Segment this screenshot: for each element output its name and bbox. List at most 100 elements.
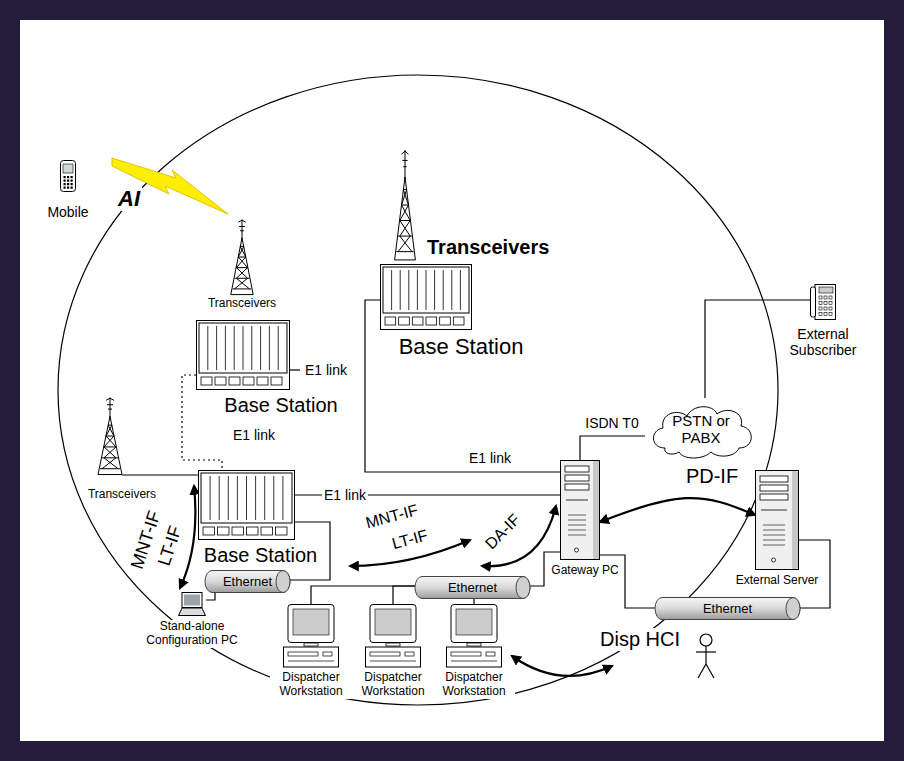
external-subscriber: External Subscriber xyxy=(810,284,836,320)
rack-slot xyxy=(426,270,427,310)
drive-bay xyxy=(760,494,788,500)
vent-line xyxy=(568,520,586,521)
monitor-screen xyxy=(375,609,411,635)
cable-body xyxy=(655,598,800,620)
rack-slot xyxy=(460,270,461,310)
phone-key xyxy=(71,183,73,185)
rack-slot xyxy=(237,476,238,520)
monitor-screen xyxy=(293,609,329,635)
gateway-pc: Gateway PC xyxy=(560,460,600,560)
phone-key xyxy=(829,307,832,310)
vent-line xyxy=(568,515,586,516)
case-line xyxy=(451,661,497,662)
dispatcher-workstation: Dispatcher Workstation xyxy=(283,604,339,668)
phone-key xyxy=(64,176,66,178)
node-label: Mobile xyxy=(45,204,90,220)
ws-icon xyxy=(283,604,339,668)
phone-display xyxy=(819,287,833,293)
phone-key xyxy=(64,183,66,185)
case-line xyxy=(288,661,334,662)
node-label: Dispatcher Workstation xyxy=(433,671,515,699)
pstn-cloud: PSTN or PABX xyxy=(645,398,757,460)
phone-screen xyxy=(63,164,73,173)
rack-slot xyxy=(234,326,235,370)
monitor-stand xyxy=(386,643,400,646)
node-label: Dispatcher Workstation xyxy=(352,671,434,699)
rack-slot xyxy=(278,326,279,370)
phone-key xyxy=(829,302,832,305)
link-line xyxy=(600,555,655,608)
phone-key xyxy=(71,176,73,178)
node-label: Ethernet xyxy=(703,601,752,616)
laptop-screen xyxy=(184,595,200,606)
drive-slot xyxy=(323,652,332,656)
rack-slot xyxy=(219,476,220,520)
power-button xyxy=(772,558,776,562)
rack-slot xyxy=(264,476,265,520)
rack-frame xyxy=(197,321,290,390)
node-label: Gateway PC xyxy=(549,564,620,578)
node-label: External Subscriber xyxy=(779,326,867,358)
desktop-case xyxy=(284,647,339,667)
antenna-tower xyxy=(98,397,122,474)
base-station: Base Station xyxy=(196,320,290,390)
rack-module xyxy=(232,527,244,535)
cable-body xyxy=(205,571,290,593)
rack-slot xyxy=(246,476,247,520)
rack-slot xyxy=(260,326,261,370)
phone-key xyxy=(824,307,827,310)
rack-module xyxy=(453,317,464,325)
node-label: Base Station xyxy=(222,394,339,417)
node-label: Base Station xyxy=(397,334,526,359)
drive-bay xyxy=(760,485,788,491)
rack-module xyxy=(385,317,396,325)
base-station: Base Station xyxy=(198,470,295,540)
dispatcher-workstation: Dispatcher Workstation xyxy=(446,604,502,668)
case-side xyxy=(792,471,798,569)
air-interface-label: AI xyxy=(116,186,142,211)
drive-bay xyxy=(565,466,589,472)
link-line xyxy=(206,593,215,600)
link-line xyxy=(393,586,415,604)
ws-icon xyxy=(365,604,421,668)
node-label: Ethernet xyxy=(448,580,497,595)
rack-frame xyxy=(199,471,295,540)
node-label: PSTN or PABX xyxy=(665,412,737,447)
case-line xyxy=(370,661,416,662)
rack-slot xyxy=(251,326,252,370)
vent-line xyxy=(763,530,785,531)
phone-body xyxy=(61,161,76,192)
phone-key xyxy=(71,180,73,182)
rack-slot xyxy=(243,326,244,370)
interface-label: LT-IF xyxy=(388,526,432,554)
desk-icon xyxy=(810,284,836,320)
rack-slot xyxy=(391,270,392,310)
phone-key xyxy=(67,187,69,189)
configuration-pc: Stand-alone Configuration PC xyxy=(178,592,206,616)
phone-key xyxy=(824,313,827,316)
ethernet-segment: Ethernet xyxy=(205,570,290,593)
phone-key xyxy=(829,296,832,299)
rack-slot xyxy=(255,476,256,520)
mobile-phone: Mobile xyxy=(60,160,76,192)
cable-end xyxy=(516,577,530,599)
monitor-case xyxy=(370,605,416,643)
rack-slot xyxy=(443,270,444,310)
laptop-icon xyxy=(178,592,206,616)
mobile-icon xyxy=(60,160,76,192)
interface-arrow xyxy=(512,656,612,676)
rack-panel xyxy=(199,323,287,373)
ws-icon xyxy=(446,604,502,668)
rack-module xyxy=(271,377,282,385)
rack-module xyxy=(218,527,230,535)
hci-label: Disp HCI xyxy=(598,628,682,651)
phone-key xyxy=(829,313,832,316)
rack-panel xyxy=(383,267,469,313)
antenna-feed xyxy=(122,474,198,475)
rack-module xyxy=(412,317,423,325)
link-line xyxy=(311,586,415,604)
rack-slot xyxy=(434,270,435,310)
vent-line xyxy=(763,535,785,536)
phone-key xyxy=(819,302,822,305)
